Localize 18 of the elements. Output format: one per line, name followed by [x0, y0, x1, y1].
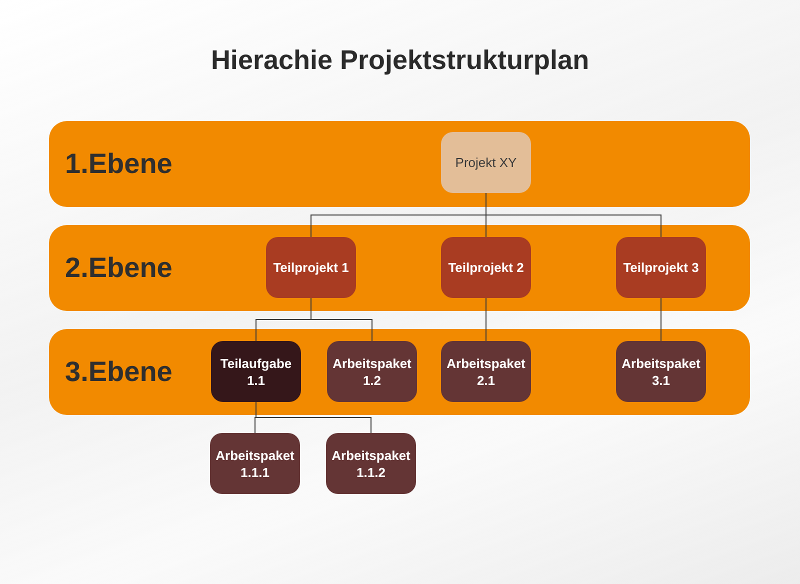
work-package-box: Arbeitspaket 1.2: [327, 341, 417, 402]
subproject-box: Teilprojekt 2: [441, 237, 531, 298]
work-package-box: Arbeitspaket 1.1.2: [326, 433, 416, 494]
connector-line: [660, 298, 662, 342]
subproject-box: Teilprojekt 1: [266, 237, 356, 298]
project-box: Projekt XY: [441, 132, 531, 193]
subproject-box: Teilprojekt 3: [616, 237, 706, 298]
work-package-box: Arbeitspaket 1.1.1: [210, 433, 300, 494]
level-band: [49, 329, 750, 415]
level-label: 2.Ebene: [65, 251, 172, 285]
work-package-box: Arbeitspaket 3.1: [616, 341, 706, 402]
work-package-box: Arbeitspaket 2.1: [441, 341, 531, 402]
diagram-title: Hierachie Projektstrukturplan: [210, 44, 590, 77]
task-box: Teilaufgabe 1.1: [211, 341, 301, 402]
level-band: [49, 121, 750, 207]
level-label: 3.Ebene: [65, 355, 172, 389]
level-label: 1.Ebene: [65, 147, 172, 181]
level-band: [49, 225, 750, 311]
